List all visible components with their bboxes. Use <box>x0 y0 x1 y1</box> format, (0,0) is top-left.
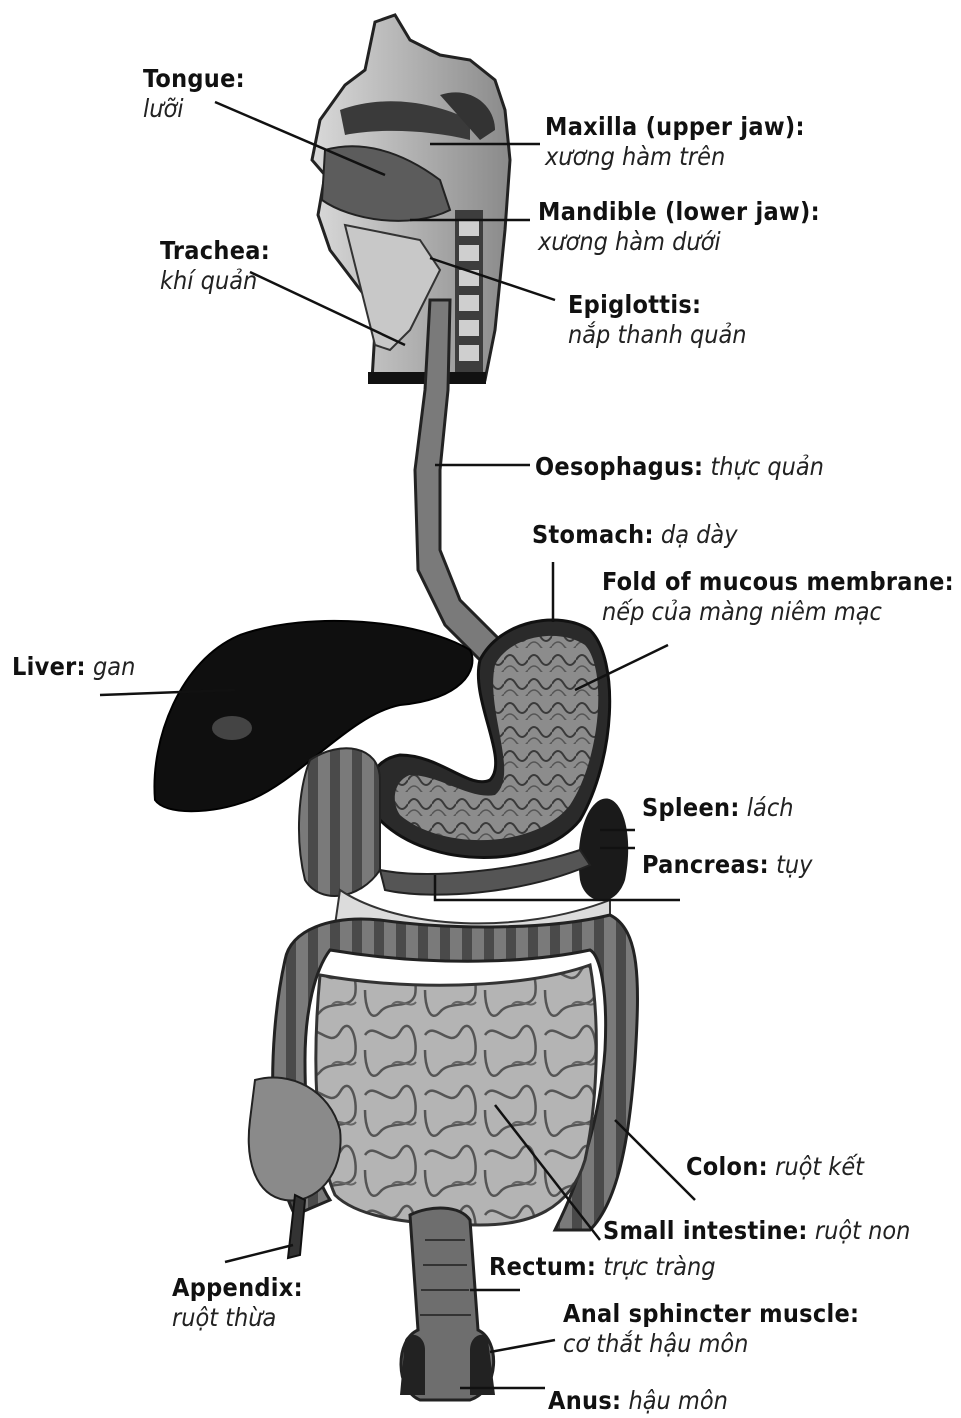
oesophagus-label: Oesophagus: thực quản <box>535 452 824 482</box>
anal-sphincter-label: Anal sphincter muscle: cơ thắt hậu môn <box>563 1299 859 1359</box>
mandible-term: Mandible (lower jaw): <box>538 197 820 226</box>
anus-label: Anus: hậu môn <box>548 1386 728 1416</box>
trachea-term: Trachea: <box>160 236 270 265</box>
fold-term: Fold of mucous membrane: <box>602 567 954 596</box>
oesophagus-term: Oesophagus: <box>535 452 703 481</box>
fold-label: Fold of mucous membrane: nếp của màng ni… <box>602 567 954 627</box>
spleen-term: Spleen: <box>642 793 740 822</box>
anus-translation: hậu môn <box>628 1386 727 1415</box>
mandible-label: Mandible (lower jaw): xương hàm dưới <box>538 197 820 257</box>
anal-sphincter-term: Anal sphincter muscle: <box>563 1299 859 1328</box>
stomach-term: Stomach: <box>532 520 654 549</box>
liver-term: Liver: <box>12 652 86 681</box>
trachea-translation: khí quản <box>160 266 270 296</box>
pancreas-translation: tụy <box>776 850 812 879</box>
liver-translation: gan <box>93 652 135 681</box>
mandible-translation: xương hàm dưới <box>538 227 820 257</box>
small-intestine-term: Small intestine: <box>603 1216 808 1245</box>
spleen-translation: lách <box>747 793 794 822</box>
maxilla-term: Maxilla (upper jaw): <box>545 112 805 141</box>
maxilla-translation: xương hàm trên <box>545 142 805 172</box>
spleen-label: Spleen: lách <box>642 793 793 823</box>
duodenum-shape <box>299 748 380 896</box>
epiglottis-translation: nắp thanh quản <box>568 320 747 350</box>
small-intestine-shape <box>316 965 596 1225</box>
small-intestine-translation: ruột non <box>815 1216 910 1245</box>
tongue-label: Tongue: lưỡi <box>143 64 245 124</box>
epiglottis-label: Epiglottis: nắp thanh quản <box>568 290 747 350</box>
trachea-label: Trachea: khí quản <box>160 236 270 296</box>
colon-translation: ruột kết <box>775 1152 864 1181</box>
colon-term: Colon: <box>686 1152 768 1181</box>
tongue-term: Tongue: <box>143 64 245 93</box>
appendix-label: Appendix: ruột thừa <box>172 1273 303 1333</box>
pancreas-label: Pancreas: tụy <box>642 850 813 880</box>
small-intestine-label: Small intestine: ruột non <box>603 1216 910 1246</box>
appendix-term: Appendix: <box>172 1273 303 1302</box>
stomach-translation: dạ dày <box>661 520 738 549</box>
rectum-term: Rectum: <box>489 1252 596 1281</box>
head-section <box>312 15 510 384</box>
fold-translation: nếp của màng niêm mạc <box>602 597 954 627</box>
appendix-translation: ruột thừa <box>172 1303 303 1333</box>
rectum-translation: trực tràng <box>603 1252 715 1281</box>
anal-sphincter-translation: cơ thắt hậu môn <box>563 1329 859 1359</box>
spleen-shape <box>579 798 628 900</box>
maxilla-label: Maxilla (upper jaw): xương hàm trên <box>545 112 805 172</box>
oesophagus-translation: thực quản <box>710 452 823 481</box>
epiglottis-term: Epiglottis: <box>568 290 701 319</box>
pancreas-term: Pancreas: <box>642 850 769 879</box>
stomach-label: Stomach: dạ dày <box>532 520 738 550</box>
tongue-translation: lưỡi <box>143 94 245 124</box>
colon-label: Colon: ruột kết <box>686 1152 864 1182</box>
rectum-label: Rectum: trực tràng <box>489 1252 716 1282</box>
anus-term: Anus: <box>548 1386 621 1415</box>
liver-label: Liver: gan <box>12 652 135 682</box>
